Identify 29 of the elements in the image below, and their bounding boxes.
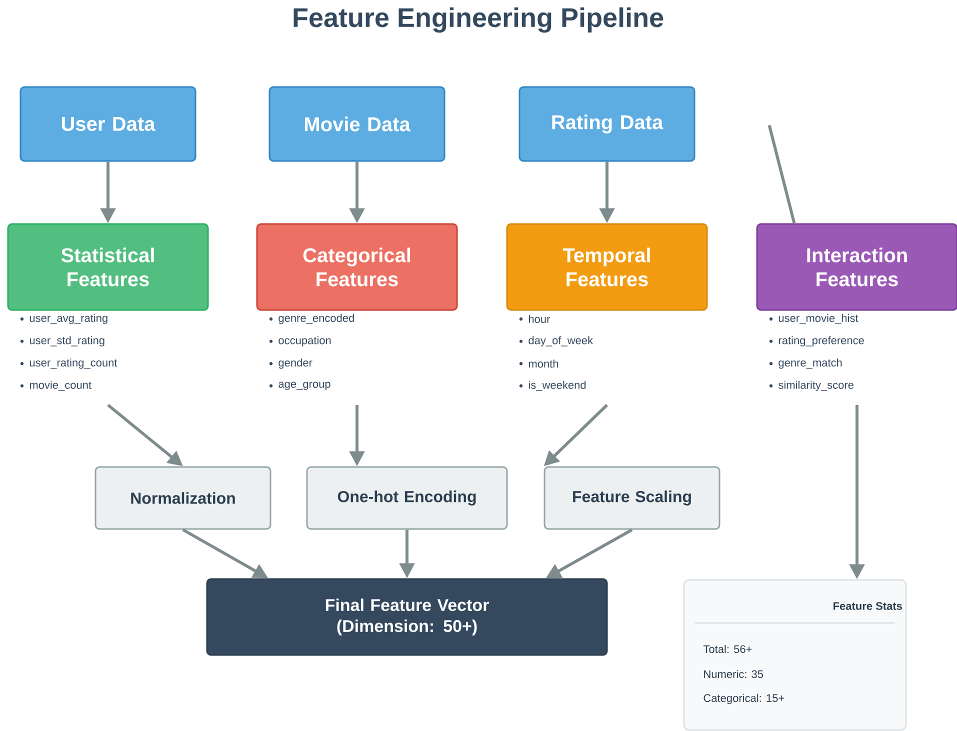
transform-box: Normalization: [94, 466, 272, 530]
data-source-box: Rating Data: [518, 86, 696, 162]
list-item: day_of_week: [528, 336, 594, 346]
list-item: is_weekend: [528, 380, 586, 391]
list-item: month: [528, 360, 558, 368]
feature-group-box: Statistical Features: [7, 223, 209, 311]
output-box: Final Feature Vector (Dimension: 50+): [206, 578, 608, 656]
list-item: user_avg_rating: [30, 314, 108, 324]
transform-box: Feature Scaling: [544, 466, 720, 530]
feature-group-box: Temporal Features: [506, 223, 708, 311]
list-item: gender: [278, 358, 312, 369]
data-source-box: User Data: [20, 86, 196, 162]
list-item: genre_match: [778, 358, 842, 369]
list-item: similarity_score: [778, 380, 854, 392]
stats-card: Feature Stats Total: 56+ Numeric: 35 Categorical: 15+: [683, 579, 907, 731]
list-item: genre_encoded: [278, 314, 354, 324]
list-item: hour: [528, 314, 550, 324]
list-item: rating_preference: [778, 336, 864, 346]
feature-group-box: Interaction Features: [756, 223, 957, 311]
list-item: user_std_rating: [30, 336, 104, 346]
list-item: occupation: [278, 336, 331, 346]
transform-box: One-hot Encoding: [306, 466, 508, 530]
list-item: user_rating_count: [30, 358, 118, 369]
feature-group-box: Categorical Features: [256, 223, 458, 311]
data-source-box: Movie Data: [268, 86, 446, 162]
title: Feature Engineering Pipeline: [294, 7, 664, 33]
list-item: age_group: [278, 382, 330, 390]
list-item: user_movie_hist: [778, 314, 858, 324]
list-item: movie_count: [30, 380, 92, 391]
